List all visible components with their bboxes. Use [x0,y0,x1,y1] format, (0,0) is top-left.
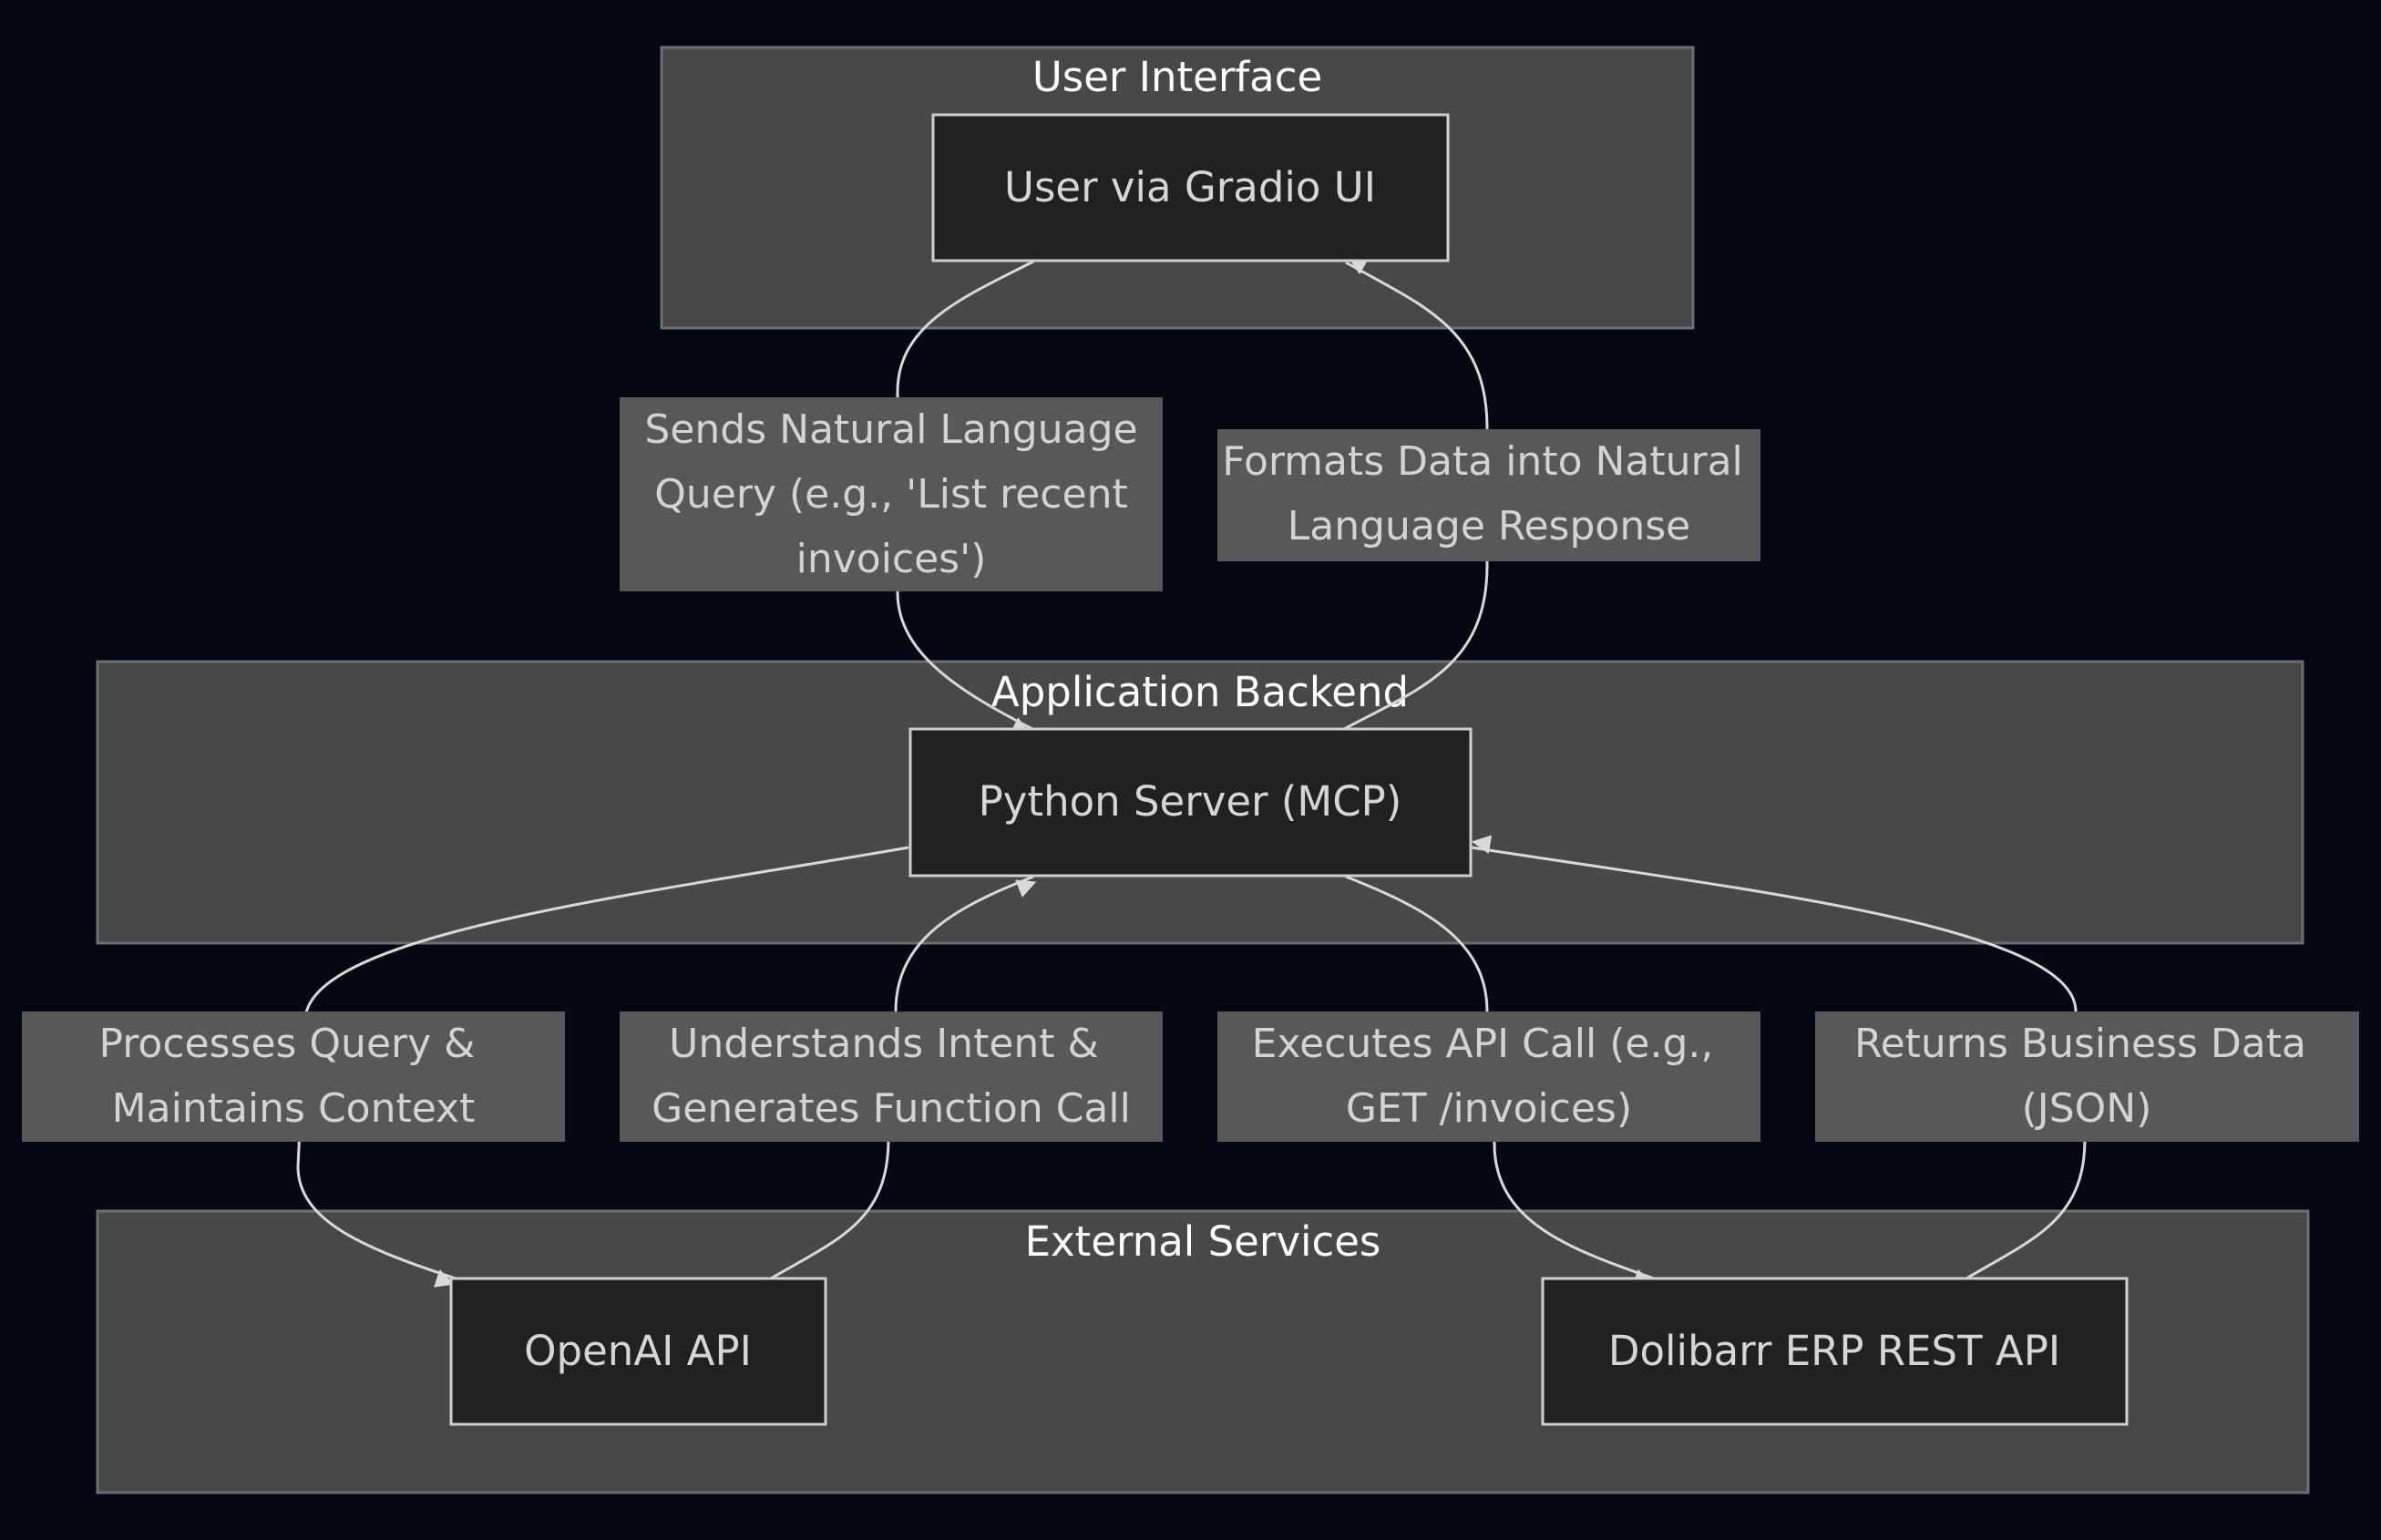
svg-text:invoices'): invoices') [796,536,987,582]
svg-text:Sends Natural Language: Sends Natural Language [644,406,1137,453]
svg-text:Python Server (MCP): Python Server (MCP) [979,777,1402,826]
svg-text:Language Response: Language Response [1288,503,1690,549]
cluster-title-user-interface: User Interface [1032,53,1322,101]
svg-text:Executes API Call (e.g.,: Executes API Call (e.g., [1252,1021,1714,1067]
edge-label-understands-intent: Understands Intent & Generates Function … [620,1011,1163,1142]
edge-executes-call [1345,875,1655,1288]
svg-text:Returns Business Data: Returns Business Data [1854,1021,2306,1067]
edges [296,256,2087,1288]
svg-text:Formats Data into Natural: Formats Data into Natural [1222,438,1743,485]
node-python-server: Python Server (MCP) [908,727,1473,878]
svg-text:GET /invoices): GET /invoices) [1346,1085,1632,1132]
svg-text:Query (e.g., 'List recent: Query (e.g., 'List recent [654,471,1127,518]
node-dolibarr-erp-rest-api: Dolibarr ERP REST API [1541,1277,2129,1426]
svg-text:Understands Intent &: Understands Intent & [669,1021,1099,1067]
svg-text:(JSON): (JSON) [2022,1085,2152,1132]
svg-text:Dolibarr ERP REST API: Dolibarr ERP REST API [1608,1327,2060,1375]
svg-text:OpenAI API: OpenAI API [524,1327,752,1375]
edge-label-executes-call: Executes API Call (e.g., GET /invoices) [1217,1011,1760,1142]
svg-text:Generates Function Call: Generates Function Call [652,1085,1131,1132]
svg-text:Processes Query &: Processes Query & [99,1021,476,1067]
edge-label-sends-query: Sends Natural Language Query (e.g., 'Lis… [620,397,1163,591]
edge-label-returns-data: Returns Business Data (JSON) [1815,1011,2359,1142]
edge-label-processes-query: Processes Query & Maintains Context [22,1011,565,1142]
cluster-title-external-services: External Services [1025,1217,1381,1266]
svg-text:Maintains Context: Maintains Context [112,1085,476,1132]
edge-returns-data [1471,835,2087,1280]
cluster-title-application-backend: Application Backend [991,668,1409,716]
edge-processes-query [296,846,909,1288]
node-openai-api: OpenAI API [449,1277,827,1426]
edge-label-formats-data: Formats Data into Natural Language Respo… [1217,429,1760,561]
node-user-gradio-ui: User via Gradio UI [931,113,1450,262]
svg-text:User via Gradio UI: User via Gradio UI [1004,163,1376,211]
